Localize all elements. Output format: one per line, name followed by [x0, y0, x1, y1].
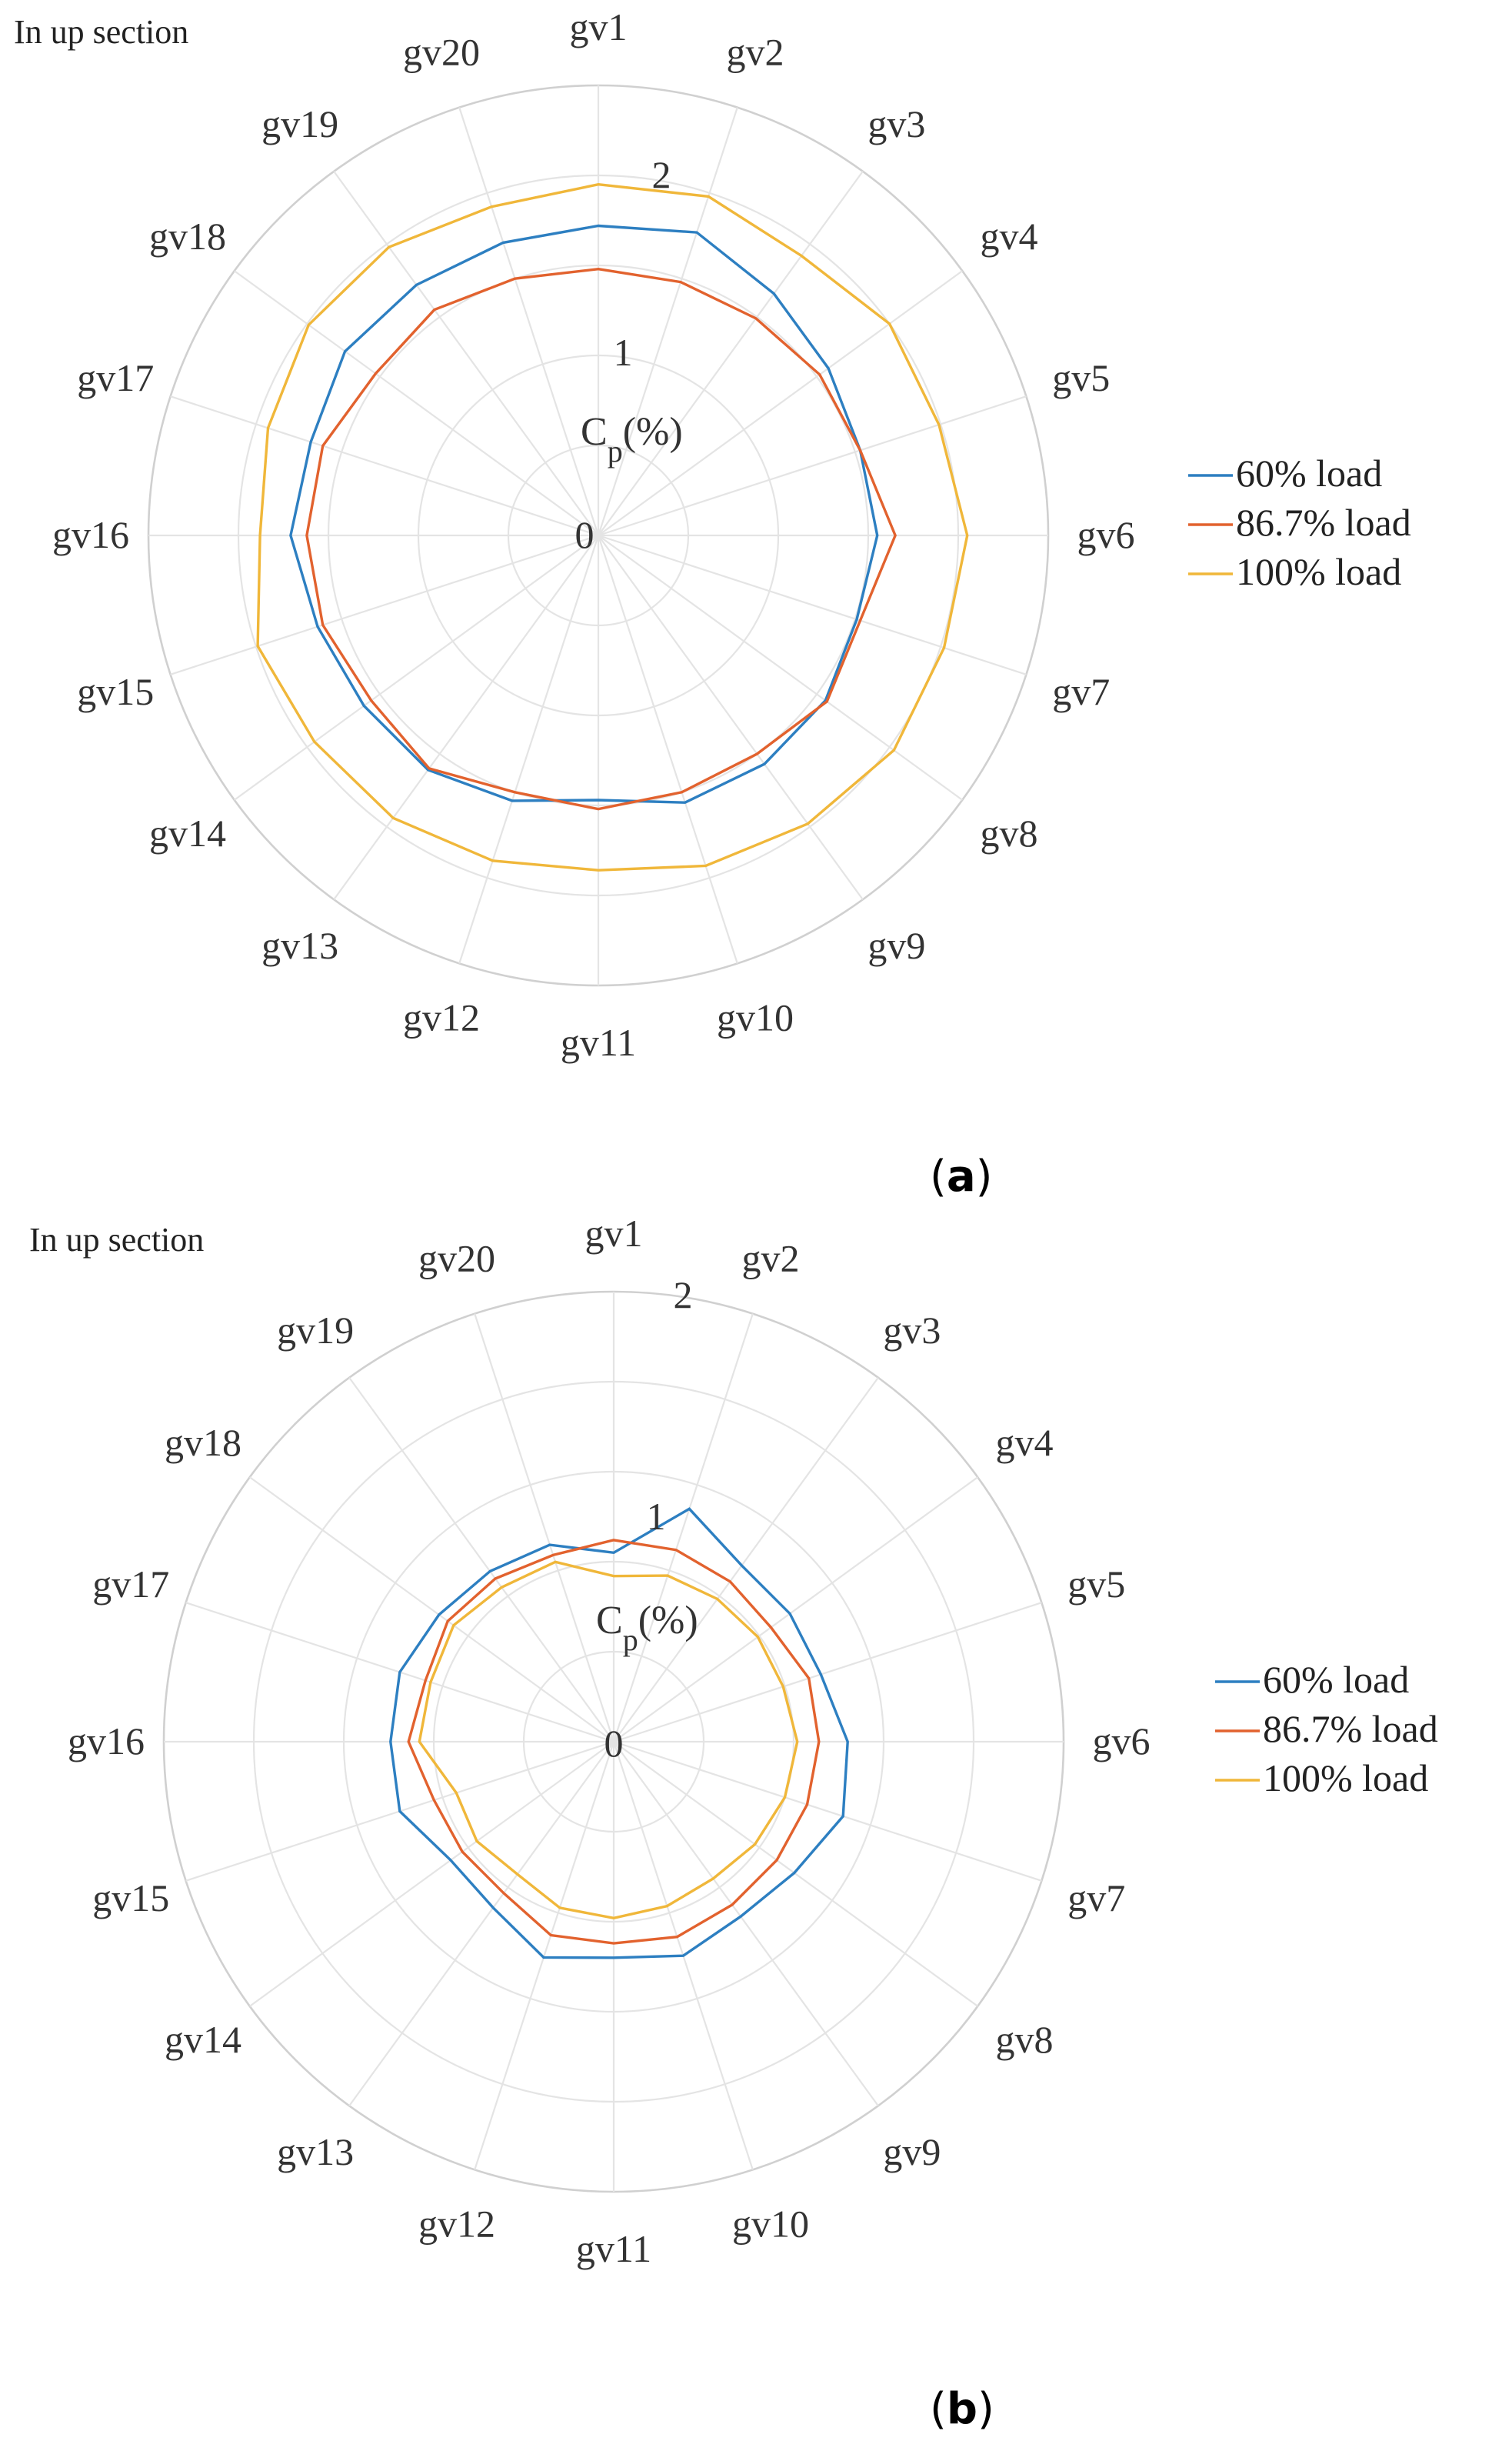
spoke	[597, 535, 738, 964]
category-label: gv2	[742, 1236, 800, 1279]
spoke	[333, 535, 599, 900]
category-label: gv6	[1093, 1719, 1151, 1762]
spoke	[348, 1377, 614, 1742]
category-label: gv9	[868, 924, 925, 967]
category-label: gv17	[92, 1562, 169, 1606]
legend-label-3: 100% load	[1263, 1756, 1428, 1799]
spoke	[170, 395, 599, 537]
spoke	[598, 395, 1027, 537]
legend-label-2: 86.7% load	[1263, 1707, 1438, 1750]
category-label: gv19	[277, 1309, 354, 1352]
legend-label-3: 100% load	[1236, 550, 1401, 593]
category-label: gv4	[981, 215, 1038, 258]
spoke	[234, 535, 599, 801]
category-label: gv11	[561, 1021, 636, 1064]
category-label: gv18	[165, 1421, 241, 1464]
center-axis-label: Cp(%)	[596, 1599, 698, 1657]
spoke	[613, 1741, 978, 2007]
category-label: gv13	[261, 924, 338, 967]
series-line-1	[289, 224, 879, 804]
category-label: gv5	[1052, 356, 1110, 399]
spoke	[598, 535, 864, 900]
panel-label-a: (a)	[930, 1152, 993, 1202]
category-label: gv10	[717, 996, 794, 1039]
category-label: gv16	[68, 1719, 145, 1762]
radial-tick-label: 0	[604, 1722, 624, 1765]
spoke	[613, 1740, 1042, 1882]
section-label: In up section	[14, 13, 188, 51]
series-line-2	[305, 267, 897, 811]
spoke	[474, 1741, 615, 2170]
spoke	[249, 1476, 614, 1742]
category-label: gv8	[981, 812, 1038, 855]
spoke	[598, 534, 1027, 675]
legend-label-1: 60% load	[1263, 1658, 1409, 1701]
series-line-1	[389, 1507, 849, 1959]
legend-label-2: 86.7% load	[1236, 501, 1411, 544]
category-label: gv20	[403, 30, 480, 73]
category-label: gv12	[403, 996, 480, 1039]
category-label: gv2	[727, 30, 784, 73]
spoke	[234, 270, 599, 536]
radial-tick-label: 2	[674, 1273, 693, 1316]
category-label: gv1	[570, 5, 628, 48]
category-label: gv18	[149, 215, 226, 258]
spoke	[613, 1476, 978, 1742]
spoke	[333, 171, 599, 536]
radar-panel-a: gv1 gv2 gv3 gv4 gv5 gv6 gv7 gv8 gv9 gv10 gv11 gv12 g…	[14, 5, 1411, 1064]
center-axis-label: Cp(%)	[581, 410, 683, 469]
series-line-3	[256, 182, 969, 872]
category-label: gv14	[149, 812, 226, 855]
radial-tick-label: 1	[647, 1495, 666, 1538]
category-label: gv15	[77, 670, 154, 713]
category-label: gv7	[1067, 1876, 1125, 1919]
category-label: gv1	[585, 1212, 643, 1255]
spoke	[249, 1741, 614, 2007]
category-label: gv3	[883, 1309, 941, 1352]
series-line-2	[407, 1539, 821, 1945]
section-label: In up section	[29, 1221, 204, 1259]
spoke	[474, 1313, 615, 1742]
category-label: gv19	[261, 102, 338, 145]
spoke	[597, 107, 738, 536]
category-label: gv20	[418, 1236, 495, 1279]
category-label: gv16	[52, 513, 129, 556]
category-label: gv6	[1077, 513, 1135, 556]
category-label: gv7	[1052, 670, 1110, 713]
category-label: gv14	[165, 2018, 241, 2061]
category-label: gv5	[1067, 1562, 1125, 1606]
legend-label-1: 60% load	[1236, 452, 1382, 495]
category-label: gv10	[732, 2203, 809, 2246]
spoke	[348, 1741, 614, 2106]
spoke	[458, 535, 600, 964]
category-label: gv11	[576, 2227, 651, 2270]
spoke	[458, 107, 600, 536]
category-label: gv4	[996, 1421, 1054, 1464]
category-label: gv9	[883, 2130, 941, 2173]
radial-tick-label: 1	[614, 331, 633, 374]
radial-tick-label: 2	[652, 153, 671, 196]
category-label: gv13	[277, 2130, 354, 2173]
radial-tick-label: 0	[575, 513, 594, 556]
category-label: gv8	[996, 2018, 1054, 2061]
spoke	[612, 1313, 754, 1742]
series-line-3	[418, 1560, 799, 1920]
radar-panel-b: gv1 gv2 gv3 gv4 gv5 gv6 gv7 gv8 gv9 gv10 gv11 gv12 g…	[29, 1212, 1438, 2270]
category-label: gv17	[77, 356, 154, 399]
spoke	[170, 534, 599, 675]
panel-label-b: (b)	[930, 2384, 994, 2434]
category-label: gv3	[868, 102, 925, 145]
spoke	[598, 171, 864, 536]
spoke	[613, 1377, 879, 1742]
category-label: gv15	[92, 1876, 169, 1919]
spoke	[598, 535, 963, 801]
spoke	[613, 1602, 1042, 1743]
spoke	[613, 1741, 879, 2106]
spoke	[598, 270, 963, 536]
category-label: gv12	[418, 2203, 495, 2246]
